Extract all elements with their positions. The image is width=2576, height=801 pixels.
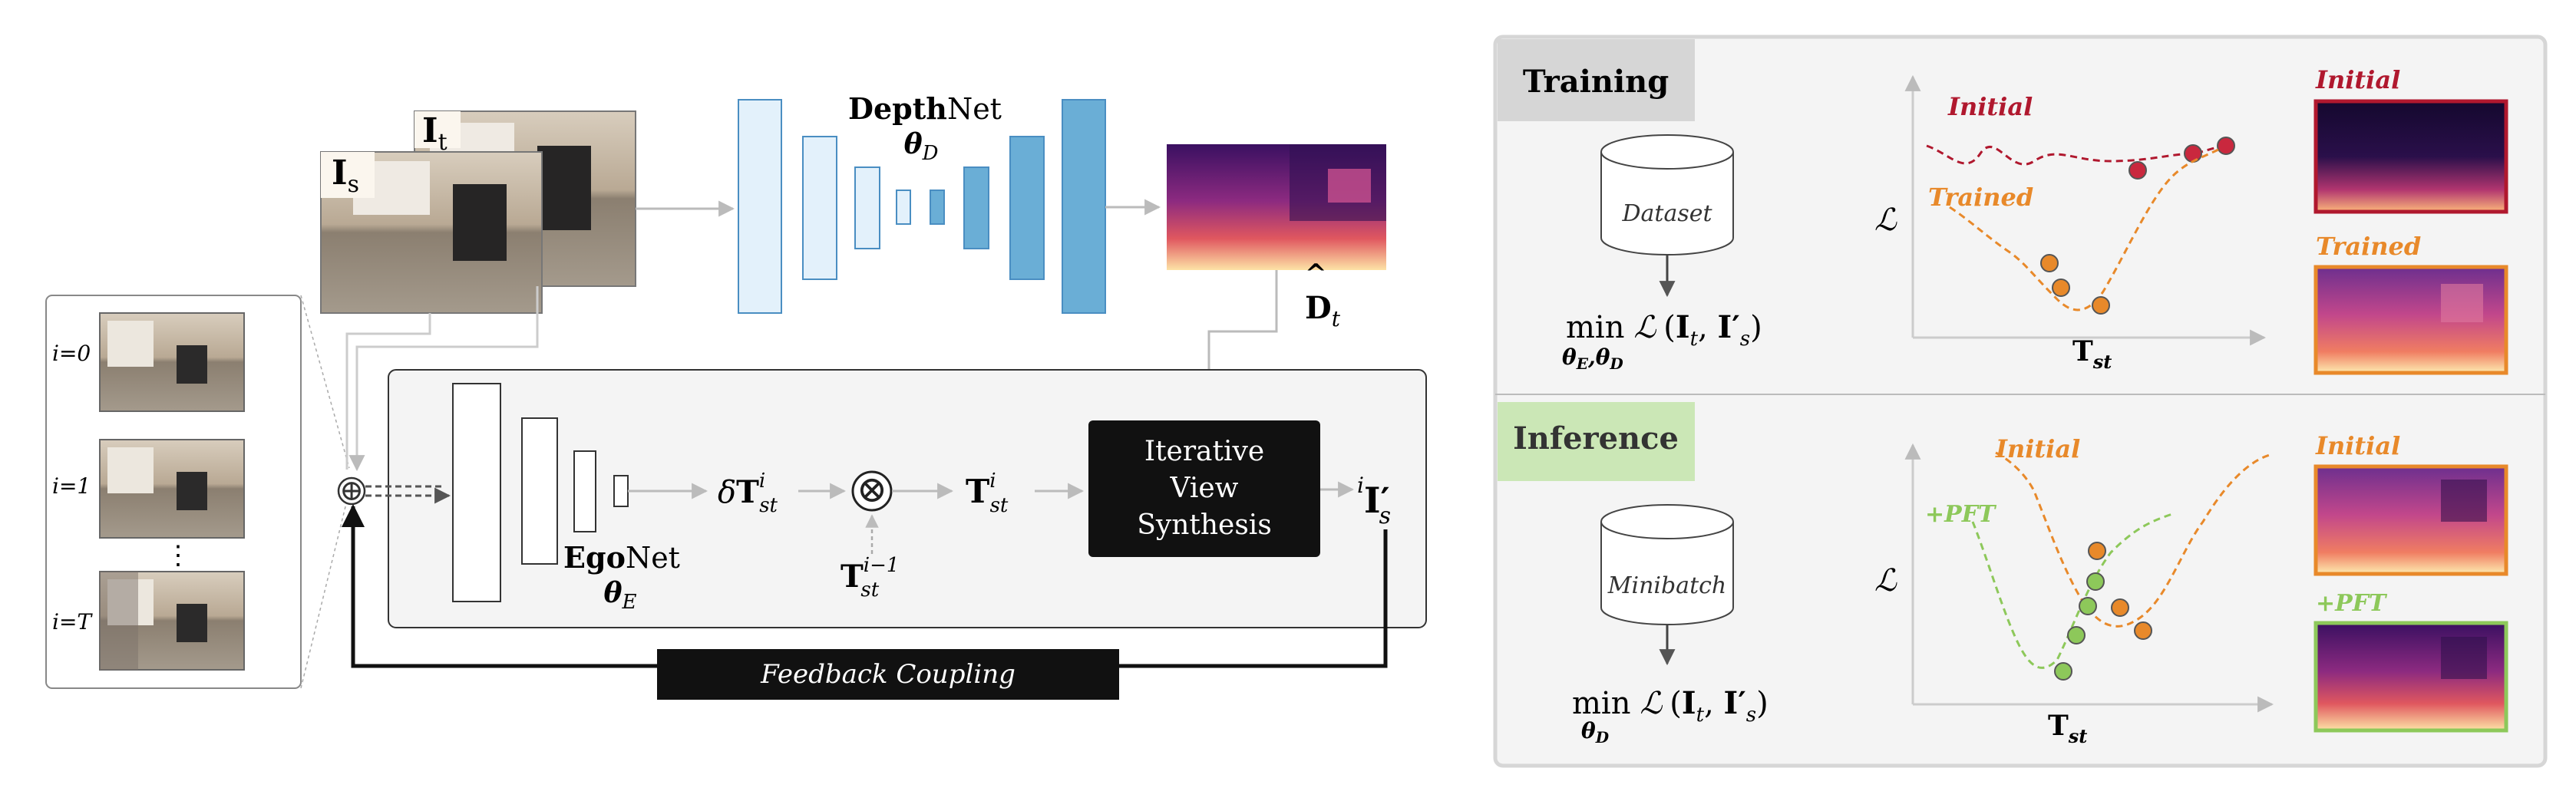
training-loss-axes [1904,74,2267,346]
inference-pft-point [2054,662,2072,681]
iterative-view-synthesis-block [1088,420,1320,557]
training-tab-label: Training [1523,64,1669,100]
ivs-line-2: View [1170,473,1239,504]
training-depth-trained-thumb [2313,265,2508,375]
inference-depth-pft-thumb [2313,621,2508,733]
inference-initial-point [2088,542,2106,560]
ivs-line-1: Iterative [1144,436,1264,467]
depth-map-output [1167,144,1386,270]
iteration-label-0: i=0 [52,341,91,366]
inference-loss-axes [1904,443,2274,713]
inference-pft-point [2067,626,2086,644]
frame-thumbnail-T [99,571,245,671]
source-frame-image [320,151,543,314]
inference-pft-point [2079,597,2097,615]
iteration-ellipsis: ⋮ [165,540,191,571]
dataset-cylinder [1600,134,1734,255]
inference-initial-curve [1995,451,2273,628]
training-trained-point [2052,279,2070,297]
source-frame-label: Is [332,153,359,198]
training-initial-point [2217,137,2235,155]
depthnet-label: DepthNet [848,91,1002,126]
minibatch-label: Minibatch [1607,572,1727,599]
training-trained-curve-label: Trained [1928,183,2033,212]
target-frame-label: It [422,111,447,156]
training-initial-point [2129,161,2147,180]
feedback-coupling-block [657,649,1119,700]
dataset-label: Dataset [1621,200,1712,227]
inference-tab-label: Inference [1513,420,1679,457]
training-x-axis-label: Tst [2072,335,2112,373]
inference-x-axis-label: Tst [2048,710,2087,747]
inference-initial-point [2134,621,2152,640]
training-trained-point [2092,296,2110,315]
ivs-line-3: Synthesis [1137,509,1272,541]
training-thumb2-label: Trained [2316,232,2421,261]
inference-depth-initial-thumb [2313,464,2508,576]
training-initial-curve-label: Initial [1947,92,2033,121]
inference-initial-point [2111,598,2129,617]
compose-symbol: ⊗ [857,468,887,511]
training-trained-curve [1949,148,2219,312]
inference-params: θD [1581,718,1610,747]
training-params: θE,θD [1562,344,1623,373]
inference-pft-curve-label: +PFT [1925,501,1997,528]
training-initial-curve [1926,144,2231,166]
inference-y-axis-label: ℒ [1874,563,1897,598]
hat-accent: ^ [1305,259,1327,289]
iteration-label-1: i=1 [52,473,91,499]
egonet-encoder [452,383,629,602]
warped-image-label: iI′s [1357,473,1391,529]
egonet-param: θE [604,577,637,614]
feedback-coupling-label: Feedback Coupling [760,659,1016,690]
depthnet-encoder-decoder [738,99,1106,314]
inference-thumb1-label: Initial [2315,431,2400,460]
training-initial-point [2184,144,2202,163]
training-inference-panel [1493,35,2548,768]
depthnet-param: θD [904,128,939,165]
egonet-label: EgoNet [563,540,680,575]
training-trained-point [2040,254,2059,272]
concat-symbol: ⊕ [339,473,364,507]
inference-pft-point [2086,572,2105,591]
compose-node [851,470,893,512]
training-tab [1498,39,1695,121]
inference-tab [1498,402,1695,481]
training-depth-initial-thumb [2313,99,2508,214]
frame-thumbnail-1 [99,439,245,539]
training-y-axis-label: ℒ [1874,203,1897,238]
inference-initial-curve-label: Initial [1995,434,2080,463]
inference-thumb2-label: +PFT [2316,590,2388,617]
minibatch-cylinder [1600,504,1734,625]
training-thumb1-label: Initial [2315,65,2400,94]
iteration-label-T: i=T [52,609,93,635]
frame-thumbnail-0 [99,312,245,412]
depth-output-label: Dt [1305,290,1341,331]
